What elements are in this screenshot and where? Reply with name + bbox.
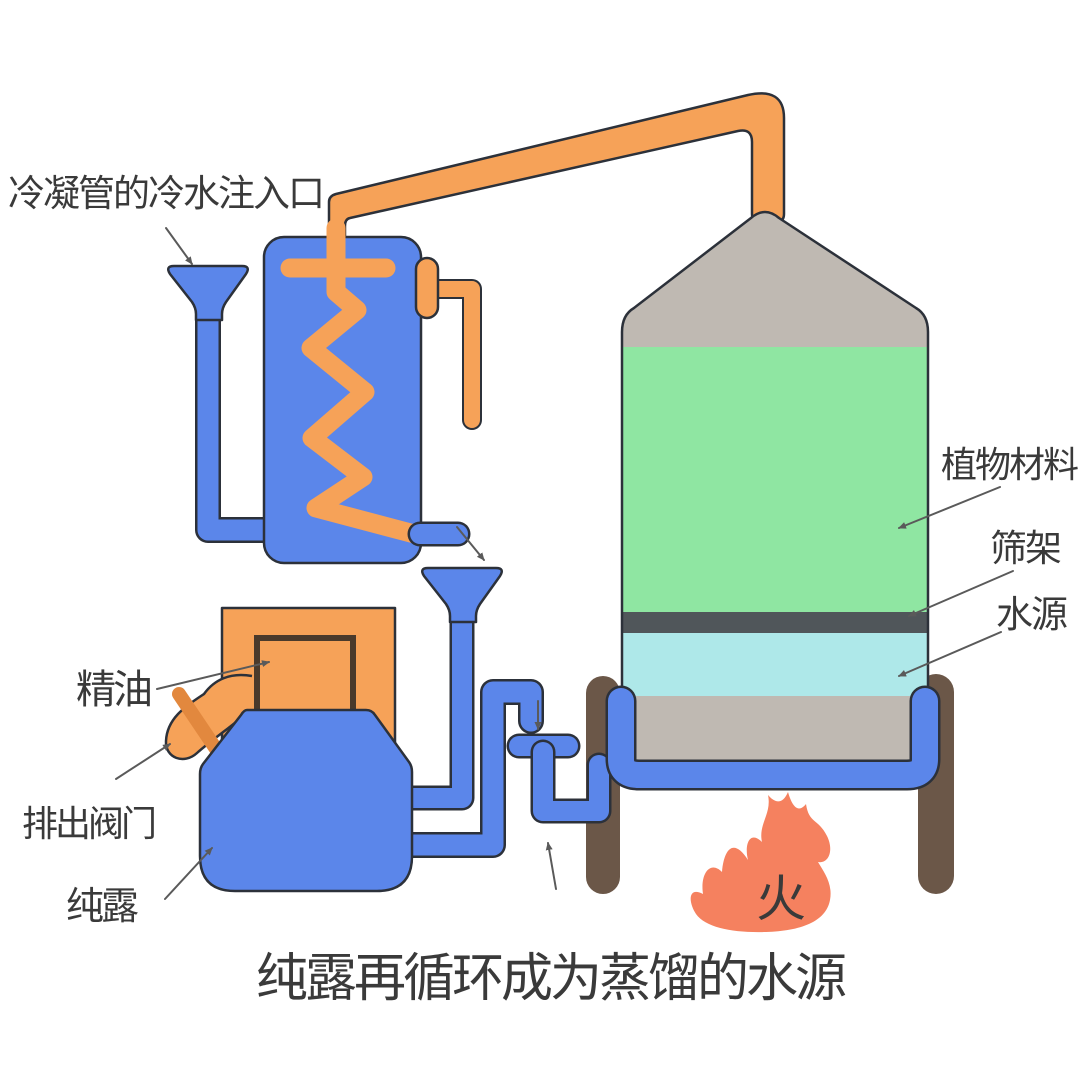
label-essential-oil: 精油 [76, 667, 150, 713]
return-pipe-run [533, 742, 609, 821]
arrow-sieve-rack [908, 570, 1014, 617]
sieve-band [622, 612, 928, 633]
coolant-port [414, 256, 440, 320]
still-base-tray [608, 688, 938, 788]
discharge-valve-body [165, 674, 252, 760]
arrow-water-source [898, 631, 1002, 677]
label-plant-material: 植物材料 [941, 445, 1078, 486]
arrow-essential-oil [156, 660, 270, 690]
arrow-hydrosol [164, 847, 213, 900]
arrow-cold-water-inlet [165, 227, 193, 265]
fire: 火 [690, 792, 831, 933]
label-cold-water-inlet: 冷凝管的冷水注入口 [8, 172, 323, 215]
label-sieve-rack: 筛架 [990, 527, 1061, 570]
cold-water-funnel [166, 264, 250, 322]
label-hydrosol: 纯露 [66, 884, 138, 928]
valve-handle [172, 687, 223, 756]
arrow-flow-up [545, 842, 557, 890]
water-layer [622, 633, 928, 696]
condenser-coil [301, 218, 432, 546]
still-vessel [620, 210, 930, 775]
fire-character: 火 [756, 870, 806, 928]
hydrosol-return-riser [397, 681, 542, 856]
plant-material-layer [622, 347, 928, 612]
labels: 冷凝管的冷水注入口 精油 排出阀门 纯露 植物材料 筛架 水源 纯露再循环成为蒸… [8, 172, 1080, 1009]
arrow-plant-material [898, 486, 1001, 529]
arrow-discharge-valve [115, 743, 171, 780]
collection-funnel-pipe [402, 590, 472, 808]
coolant-outlet-pipe [424, 281, 480, 428]
label-water-source: 水源 [996, 593, 1067, 636]
cold-water-pipe [197, 293, 275, 541]
caption-recycle: 纯露再循环成为蒸馏的水源 [256, 949, 846, 1009]
leader-arrows [115, 227, 1014, 900]
collection-funnel [420, 566, 504, 624]
vapor-pipe [327, 92, 786, 252]
hydrosol-kettle [198, 708, 414, 893]
flame-icon [690, 792, 831, 933]
label-discharge-valve: 排出阀门 [22, 804, 154, 845]
arrow-condensate-drip [456, 526, 485, 561]
